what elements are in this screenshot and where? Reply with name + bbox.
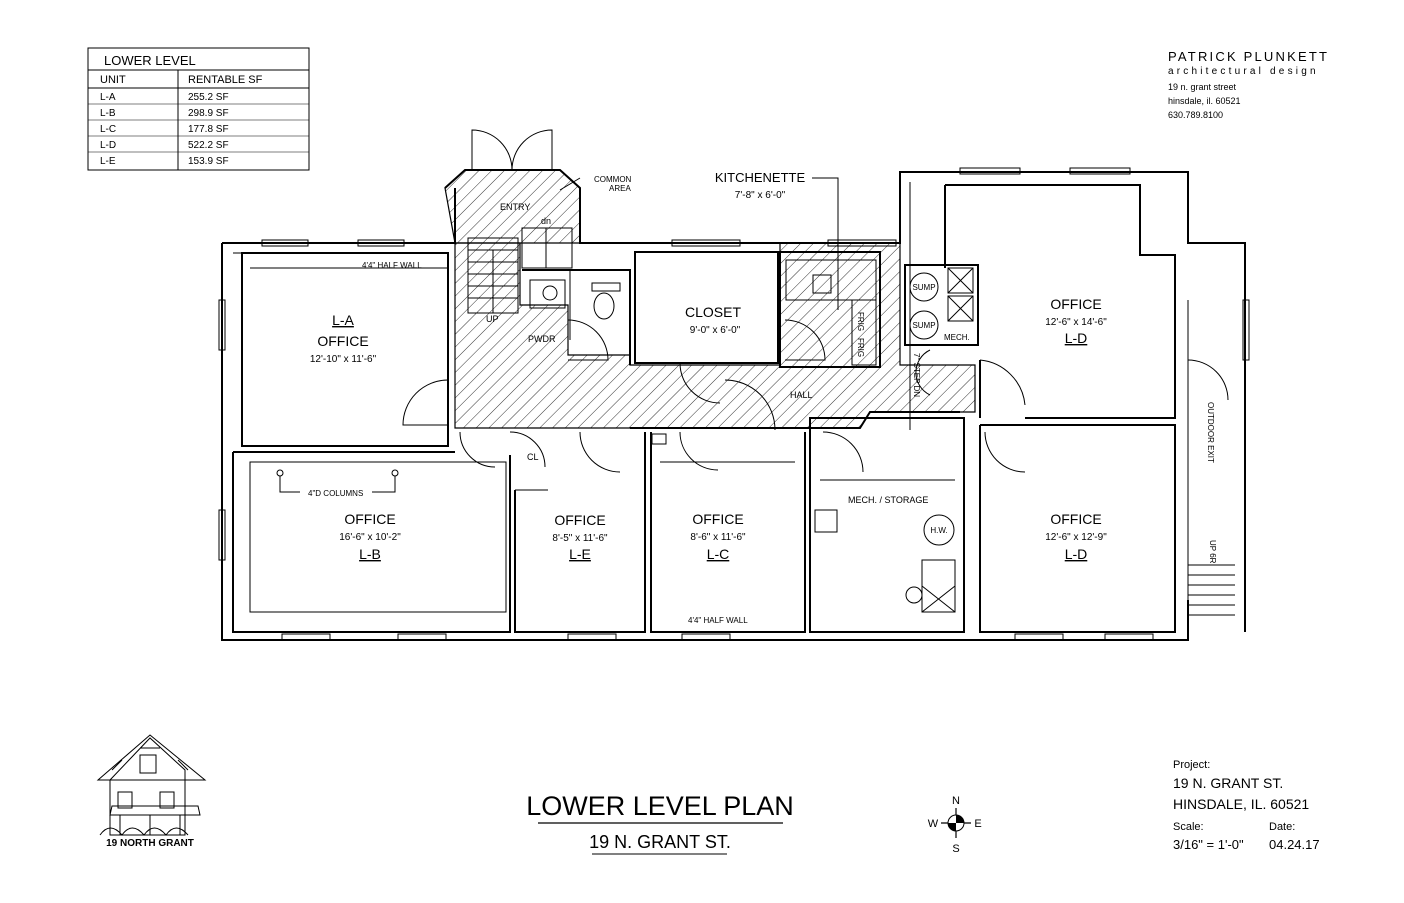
room-dim-ld-bottom: 12'-6" x 12'-9" [1045, 532, 1107, 543]
up-label: UP [486, 314, 499, 324]
plan-labels: COMMON AREA KITCHENETTE 7'-8" x 6'-0" EN… [308, 170, 1217, 625]
kitchen-sink-icon [812, 274, 832, 294]
common-area-label: AREA [609, 184, 631, 193]
half-wall-label-top: 4'4" HALF WALL [362, 261, 422, 270]
table-cell: L-B [100, 108, 116, 119]
room-unit-le: L-E [569, 546, 591, 562]
walls [221, 169, 1246, 641]
hall-label: HALL [790, 390, 813, 400]
firm-address-line1: 19 n. grant street [1168, 82, 1237, 92]
doors [402, 129, 1229, 473]
table-cell: L-D [100, 140, 116, 151]
room-unit-lb: L-B [359, 546, 381, 562]
table-cell: L-A [100, 92, 116, 103]
north-arrow-icon: N S E W [928, 795, 982, 855]
toilet-tank-icon [591, 282, 621, 292]
drawing-subtitle: 19 N. GRANT ST. [589, 832, 731, 852]
rentable-sf-table: LOWER LEVEL UNIT RENTABLE SF L-A 255.2 S… [87, 47, 310, 171]
firm-tagline: architectural design [1168, 66, 1319, 77]
water-heater-icon [923, 514, 955, 546]
date-value: 04.24.17 [1269, 837, 1320, 852]
down-label: dn [541, 216, 551, 226]
room-unit-lc: L-C [707, 546, 730, 562]
mech-unit-icon [947, 267, 974, 294]
mech-label: MECH. [944, 333, 970, 342]
outdoor-exit-label: OUTDOOR EXIT [1206, 402, 1215, 463]
table-cell: L-C [100, 124, 116, 135]
column-icon [391, 469, 399, 477]
room-name-ld-top: OFFICE [1050, 296, 1101, 312]
table-title: LOWER LEVEL [104, 53, 196, 68]
half-wall-label-bottom: 4'4" HALF WALL [688, 616, 748, 625]
room-dim-ld-top: 12'-6" x 14'-6" [1045, 317, 1107, 328]
firm-address-line2: hinsdale, il. 60521 [1168, 96, 1241, 106]
scale-value: 3/16" = 1'-0" [1173, 837, 1244, 852]
sump-label: SUMP [912, 321, 935, 330]
room-name-le: OFFICE [554, 512, 605, 528]
column-icon [276, 469, 284, 477]
room-name-la: OFFICE [317, 333, 368, 349]
fridge-label: FRIG [856, 338, 865, 357]
table-cell: 298.9 SF [188, 108, 229, 119]
room-dim-la: 12'-10" x 11'-6" [310, 354, 377, 365]
room-dim-lc: 8'-6" x 11'-6" [690, 532, 746, 543]
room-name-lc: OFFICE [692, 511, 743, 527]
table-cell: 177.8 SF [188, 124, 229, 135]
sump-pump-icon [909, 272, 939, 302]
compass-west: W [928, 818, 939, 830]
sump-pump-icon [909, 310, 939, 340]
entry-label: ENTRY [500, 202, 530, 212]
closet-label: CLOSET [685, 304, 741, 320]
mech-storage-label: MECH. / STORAGE [848, 495, 928, 505]
room-unit-ld-top: L-D [1065, 330, 1088, 346]
columns-label: 4"D COLUMNS [308, 489, 363, 498]
room-unit-ld-bottom: L-D [1065, 546, 1088, 562]
scale-label: Scale: [1173, 821, 1204, 833]
up-6r-label: UP 6R [1208, 540, 1217, 564]
toilet-icon [593, 292, 615, 320]
sink-icon [529, 279, 566, 309]
closet-dimension: 9'-0" x 6'-0" [690, 325, 741, 336]
water-heater-label: H.W. [930, 526, 947, 535]
table-cell: 522.2 SF [188, 140, 229, 151]
firm-phone: 630.789.8100 [1168, 110, 1223, 120]
compass-north: N [952, 795, 960, 807]
powder-room-label: PWDR [528, 334, 556, 344]
fridge-label: FRIG [856, 312, 865, 331]
compass-east: E [974, 818, 981, 830]
table-cell: 255.2 SF [188, 92, 229, 103]
date-label: Date: [1269, 821, 1295, 833]
common-area-label: COMMON [594, 175, 632, 184]
firm-block: PATRICK PLUNKETT architectural design 19… [1168, 49, 1329, 120]
house-sketch-image [96, 734, 207, 836]
compass-south: S [952, 843, 959, 855]
kitchenette-dimension: 7'-8" x 6'-0" [735, 190, 786, 201]
kitchenette-label: KITCHENETTE [715, 170, 806, 185]
house-caption: 19 NORTH GRANT [106, 838, 194, 849]
project-label: Project: [1173, 759, 1210, 771]
room-dim-le: 8'-5" x 11'-6" [552, 533, 608, 544]
step-down-label: 7" STEP DN [912, 353, 921, 397]
room-name-lb: OFFICE [344, 511, 395, 527]
utility-sink-icon [814, 509, 838, 533]
sump-label: SUMP [912, 283, 935, 292]
table-cell: 153.9 SF [188, 156, 229, 167]
table-header-sf: RENTABLE SF [188, 74, 263, 86]
closet-cl-label: CL [527, 452, 539, 462]
fixtures [276, 177, 974, 613]
project-block: Project: 19 N. GRANT ST. HINSDALE, IL. 6… [1173, 759, 1320, 852]
firm-name: PATRICK PLUNKETT [1168, 49, 1329, 64]
windows [218, 167, 1250, 641]
furnace-icon [921, 559, 956, 613]
project-address-line2: HINSDALE, IL. 60521 [1173, 796, 1309, 812]
room-name-ld-bottom: OFFICE [1050, 511, 1101, 527]
room-unit-la: L-A [332, 312, 354, 328]
table-header-unit: UNIT [100, 74, 126, 86]
room-dim-lb: 16'-6" x 10'-2" [339, 532, 401, 543]
project-address-line1: 19 N. GRANT ST. [1173, 775, 1283, 791]
drawing-title: LOWER LEVEL PLAN [526, 791, 794, 821]
table-cell: L-E [100, 156, 116, 167]
